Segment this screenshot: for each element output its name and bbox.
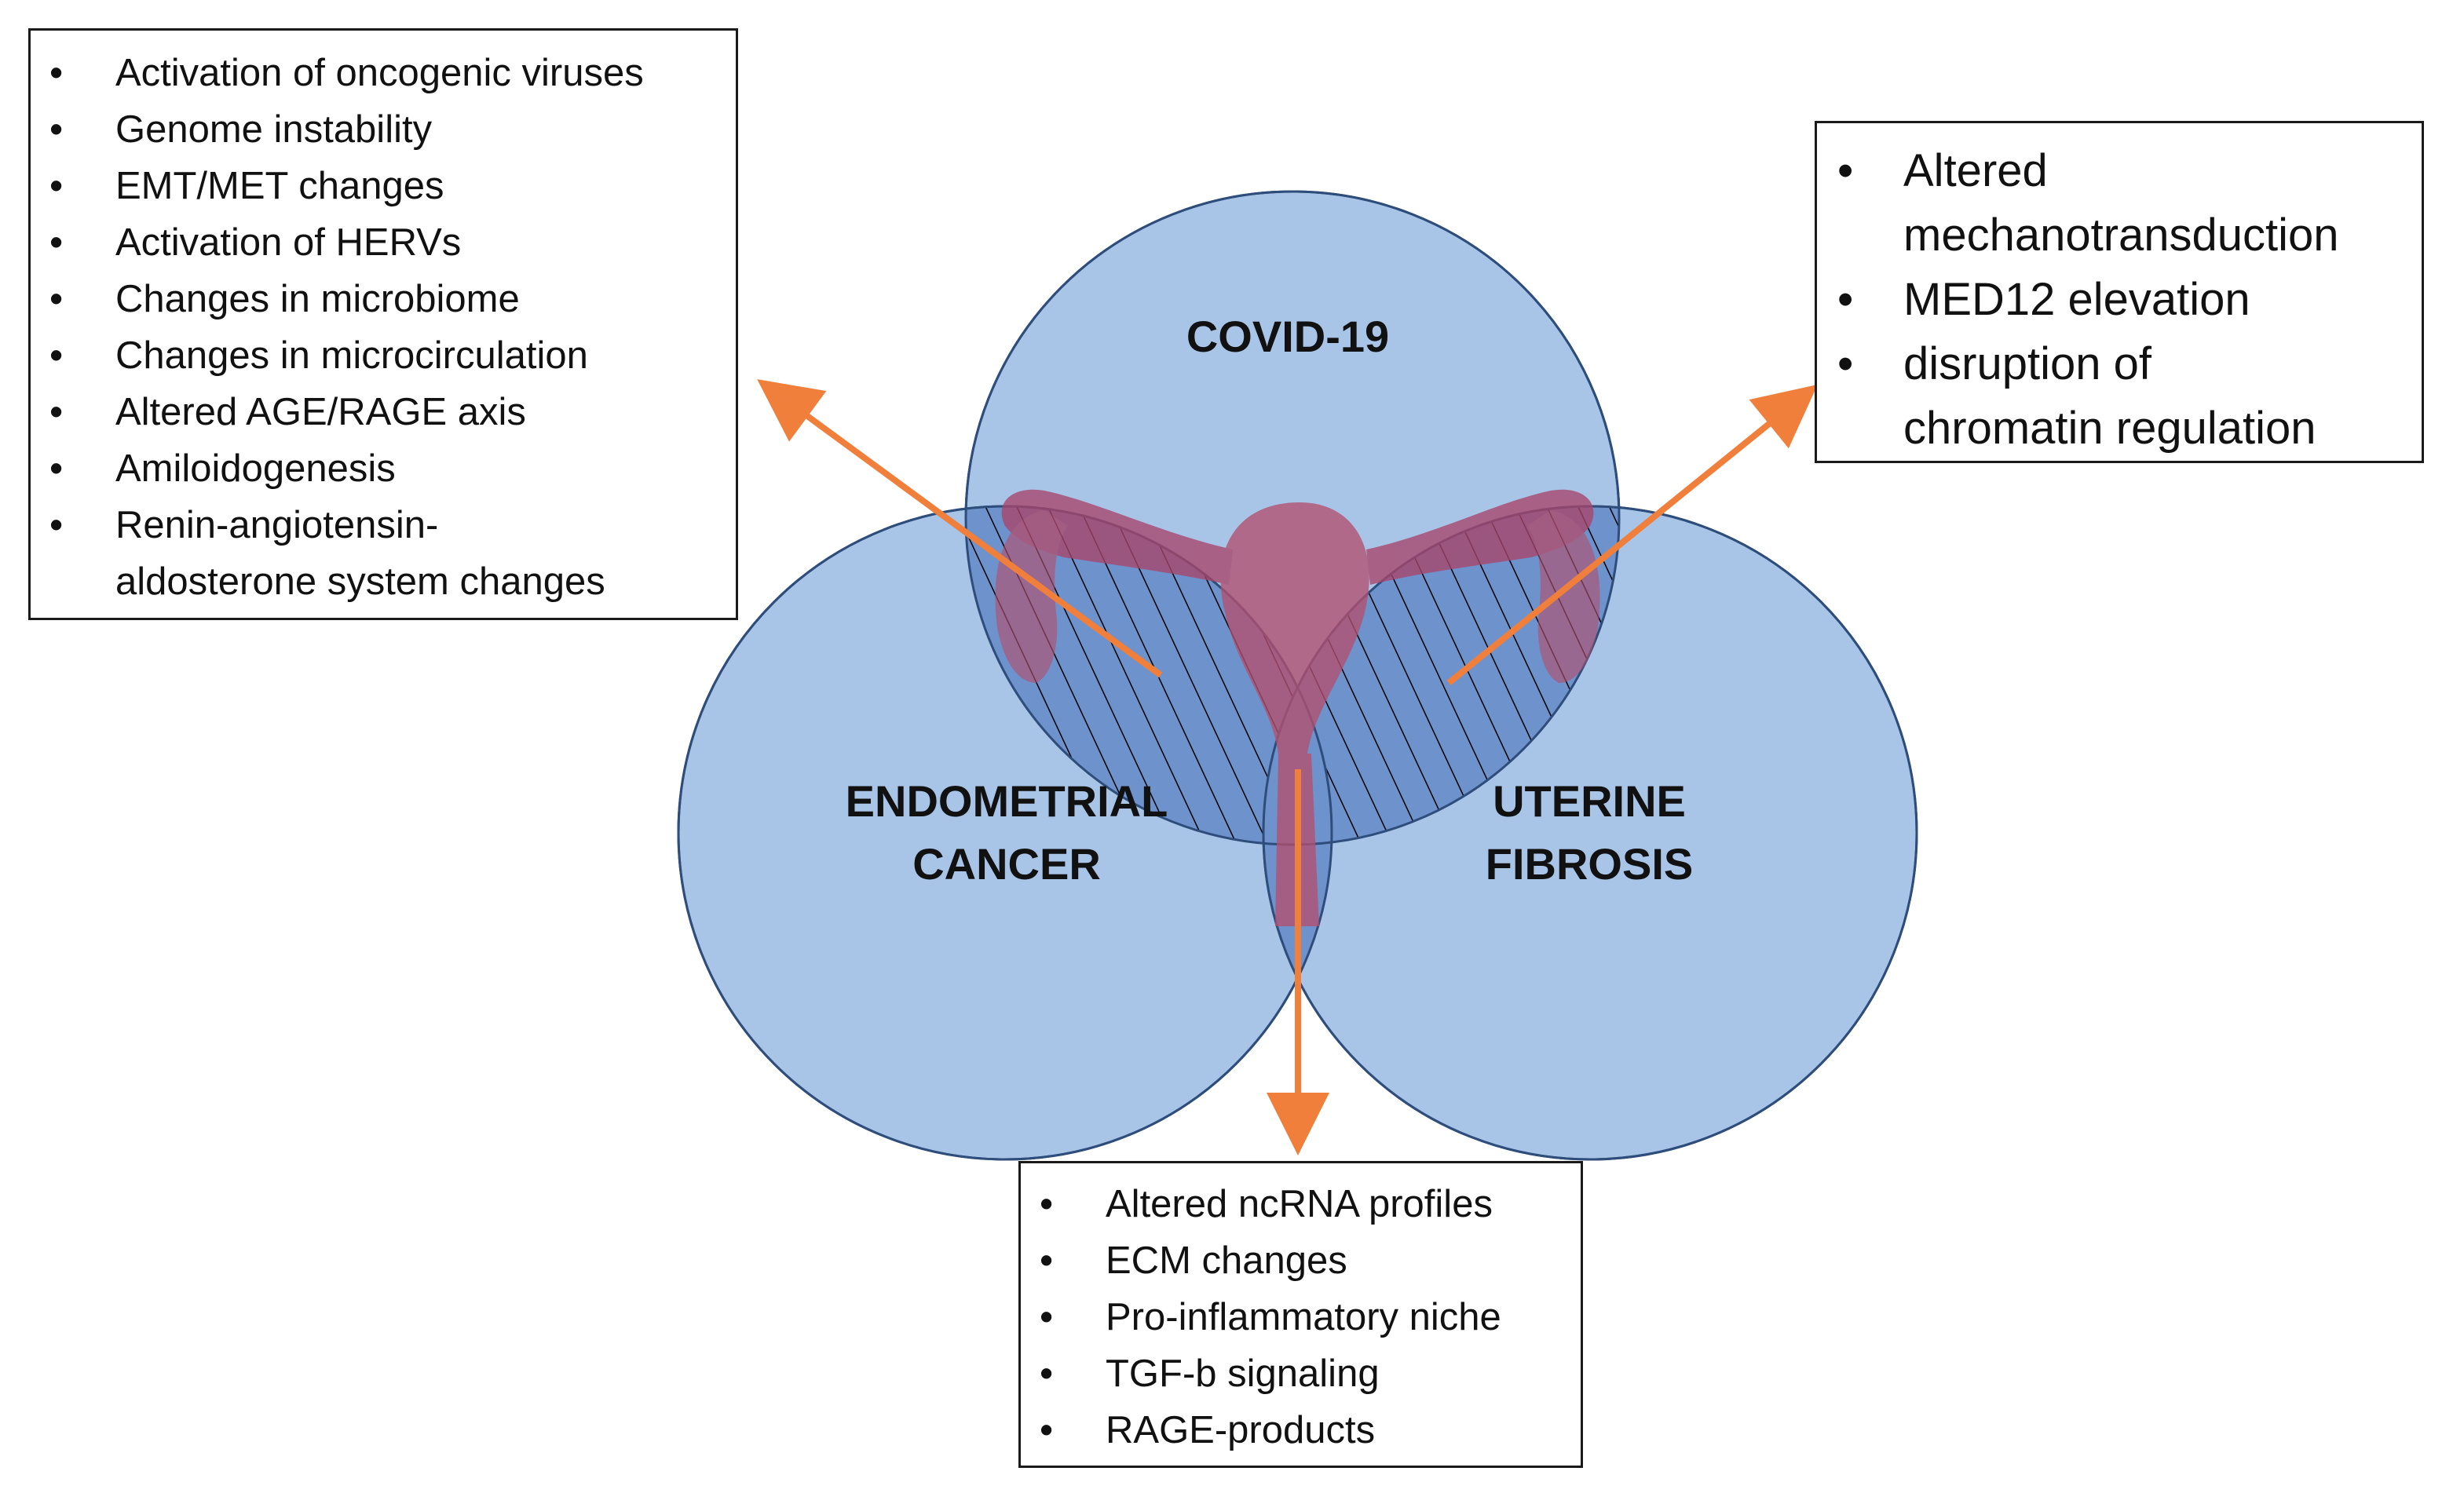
list-item: Amiloidogenesis xyxy=(31,440,736,497)
fibrosis-label-line1: UTERINE xyxy=(1493,776,1686,826)
arrow-to-top-left-box xyxy=(757,379,1163,678)
endometrial-label-line2: CANCER xyxy=(912,839,1101,889)
list-item: Altered ncRNA profiles xyxy=(1021,1176,1581,1232)
list-item: Changes in microcirculation xyxy=(31,327,736,384)
top-right-mechanisms-box: Altered mechanotransduction MED12 elevat… xyxy=(1815,121,2424,463)
list-item: Activation of HERVs xyxy=(31,214,736,271)
list-item: Altered AGE/RAGE axis xyxy=(31,384,736,440)
top-left-mechanisms-box: Activation of oncogenic viruses Genome i… xyxy=(28,28,738,620)
list-item: ECM changes xyxy=(1021,1232,1581,1289)
top-right-list: Altered mechanotransduction MED12 elevat… xyxy=(1817,139,2422,461)
list-item: TGF-b signaling xyxy=(1021,1345,1581,1402)
covid-label: COVID-19 xyxy=(1186,312,1389,361)
endometrial-label-line1: ENDOMETRIAL xyxy=(846,776,1168,826)
bottom-mechanisms-box: Altered ncRNA profiles ECM changes Pro-i… xyxy=(1018,1161,1583,1468)
list-item: Altered mechanotransduction xyxy=(1817,139,2351,268)
list-item: RAGE-products xyxy=(1021,1402,1581,1458)
list-item: EMT/MET changes xyxy=(31,158,736,214)
list-item: Genome instability xyxy=(31,101,736,158)
list-item: Changes in microbiome xyxy=(31,271,736,327)
list-item: Pro-inflammatory niche xyxy=(1021,1289,1581,1345)
bottom-list: Altered ncRNA profiles ECM changes Pro-i… xyxy=(1021,1176,1581,1458)
fibrosis-label-line2: FIBROSIS xyxy=(1486,839,1693,889)
arrow-to-top-right-box xyxy=(1446,384,1818,686)
list-item: Activation of oncogenic viruses xyxy=(31,45,736,101)
list-item: disruption of chromatin regulation xyxy=(1817,332,2351,461)
list-item: MED12 elevation xyxy=(1817,268,2422,332)
uterus-icon xyxy=(995,489,1600,926)
list-item: Renin-angiotensin-aldosterone system cha… xyxy=(31,497,618,610)
top-left-list: Activation of oncogenic viruses Genome i… xyxy=(31,45,736,610)
